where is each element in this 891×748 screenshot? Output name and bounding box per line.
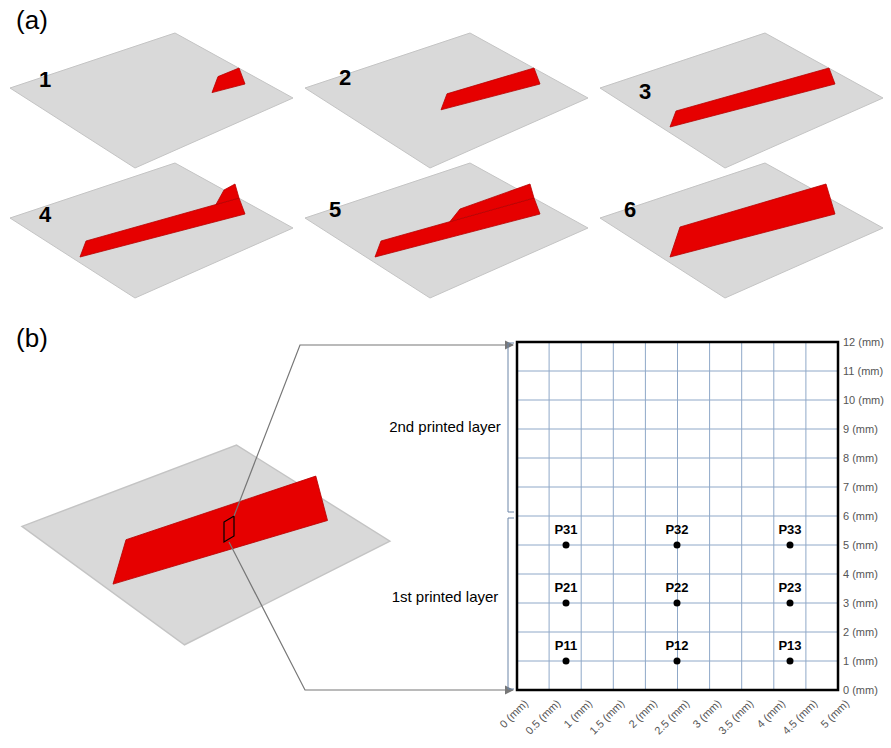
- grid-line: [517, 371, 838, 372]
- x-axis-tick: 0.5 (mm): [523, 697, 563, 737]
- section-border: [517, 342, 838, 690]
- layer-label: 1st printed layer: [392, 589, 499, 606]
- plate-step: [305, 33, 588, 168]
- layer-bracket: [508, 343, 514, 512]
- grid-line: [517, 632, 838, 633]
- y-axis-tick: 9 (mm): [843, 423, 878, 435]
- y-axis-tick: 11 (mm): [843, 365, 883, 377]
- plate-section: [22, 445, 390, 645]
- point-label: P21: [554, 581, 577, 595]
- point-label: P33: [778, 523, 801, 537]
- y-axis-tick: 5 (mm): [843, 539, 878, 551]
- y-axis-tick: 0 (mm): [843, 684, 878, 696]
- grid-line: [517, 400, 838, 401]
- leader-line: [234, 345, 513, 516]
- y-axis-tick: 8 (mm): [843, 452, 878, 464]
- x-axis-tick: 5 (mm): [818, 697, 851, 730]
- plate-step: [600, 163, 883, 298]
- plate-step: [305, 163, 588, 298]
- probe-points: [563, 542, 794, 665]
- y-axis-tick: 7 (mm): [843, 481, 878, 493]
- step-number: 2: [339, 66, 351, 90]
- step-number: 6: [624, 198, 636, 222]
- y-axis-tick: 1 (mm): [843, 655, 878, 667]
- x-axis-tick: 1.5 (mm): [587, 697, 627, 737]
- grid-line: [517, 458, 838, 459]
- plate-step: [10, 33, 293, 168]
- point-label: P31: [554, 523, 577, 537]
- grid-line: [517, 516, 838, 517]
- grid-line: [517, 487, 838, 488]
- panel-label: (b): [16, 324, 48, 353]
- point-label: P23: [778, 581, 801, 595]
- step-number: 4: [39, 203, 51, 227]
- plate-step: [600, 33, 883, 168]
- step-number: 3: [639, 80, 651, 104]
- point-label: P11: [555, 639, 577, 653]
- point-label: P12: [665, 639, 688, 653]
- plate-step: [10, 163, 293, 298]
- point-label: P32: [665, 523, 688, 537]
- step-number: 5: [329, 198, 341, 222]
- y-axis-tick: 3 (mm): [843, 597, 878, 609]
- y-axis-tick: 10 (mm): [843, 394, 884, 406]
- point-label: P22: [665, 581, 688, 595]
- y-axis-tick: 2 (mm): [843, 626, 878, 638]
- point-label: P13: [778, 639, 801, 653]
- y-axis-tick: 6 (mm): [843, 510, 878, 522]
- y-axis-tick: 4 (mm): [843, 568, 878, 580]
- panel-label: (a): [16, 6, 48, 35]
- section-grid: [517, 342, 838, 690]
- layer-label: 2nd printed layer: [389, 419, 501, 436]
- y-axis-tick: 12 (mm): [843, 336, 884, 348]
- step-number: 1: [39, 68, 51, 92]
- grid-line: [517, 574, 838, 575]
- leader-line: [229, 542, 513, 690]
- layer-bracket: [508, 518, 514, 689]
- section-plane: [224, 516, 234, 542]
- grid-line: [517, 429, 838, 430]
